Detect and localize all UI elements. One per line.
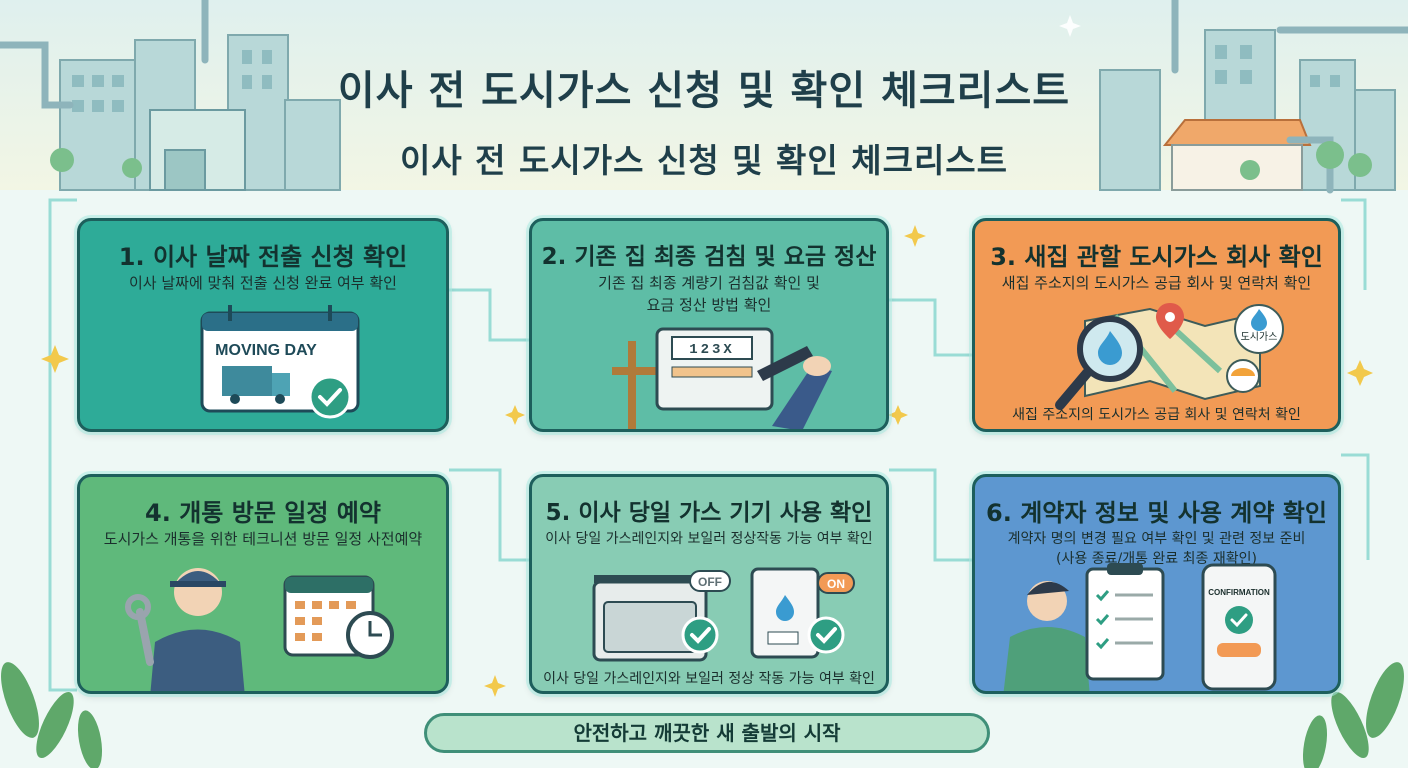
card-title: 5. 이사 당일 가스 기기 사용 확인 [545,500,873,526]
meter-reading: 123X [689,342,735,358]
phone-icon: CONFIRMATION [1201,563,1277,691]
wrench-icon [125,594,154,666]
person-figure [1003,581,1090,691]
checklist-card-1: 1. 이사 날짜 전출 신청 확인 이사 날짜에 맞춰 전출 신청 완료 여부 … [77,218,449,432]
off-label: OFF [698,575,722,589]
gas-company-logo: 도시가스 [1234,304,1284,354]
footer-banner: 안전하고 깨끗한 새 출발의 시작 [424,713,990,753]
card-description: 기존 집 최종 계량기 검침값 확인 및 [598,274,820,292]
card-title: 2. 기존 집 최종 검침 및 요금 정산 [541,244,877,270]
map-search-illustration: 도시가스 [1055,303,1284,410]
card-description-repeat: 이사 당일 가스레인지와 보일러 정상 작동 가능 여부 확인 [543,671,875,687]
card-description: 새집 주소지의 도시가스 공급 회사 및 연락처 확인 [1001,274,1312,292]
boiler-icon [750,567,820,659]
checklist-card-2: 2. 기존 집 최종 검침 및 요금 정산 기존 집 최종 계량기 검침값 확인… [529,218,889,432]
check-icon [681,616,719,654]
on-label: ON [827,577,845,591]
checklist-card-3: 3. 새집 관할 도시가스 회사 확인 새집 주소지의 도시가스 공급 회사 및… [972,218,1341,432]
checklist-card-6: 6. 계약자 정보 및 사용 계약 확인 계약자 명의 변경 필요 여부 확인 … [972,474,1341,694]
clock-icon [346,611,394,659]
company-label: 도시가스 [1241,331,1278,343]
card-description-line2: (사용 종료/개통 완료 최종 재확인) [1056,551,1257,567]
card-description: 도시가스 개통을 위한 테크니션 방문 일정 사전예약 [103,530,423,548]
technician-figure [150,568,245,691]
card-description-line2: 요금 정산 방법 확인 [646,296,772,314]
card-title: 1. 이사 날짜 전출 신청 확인 [118,243,408,271]
card-description: 계약자 명의 변경 필요 여부 확인 및 관련 정보 준비 [1007,531,1306,547]
map-pin-icon [1156,303,1184,339]
card-description: 이사 날짜에 맞춰 전출 신청 완료 여부 확인 [129,274,397,292]
moving-day-illustration: MOVING DAY [200,305,360,419]
appliance-illustration: OFF ON [592,567,855,662]
moving-day-badge: MOVING DAY [215,342,317,359]
gas-meter-illustration: 123X [612,327,832,429]
card-title: 3. 새집 관할 도시가스 회사 확인 [990,243,1323,271]
check-icon [308,375,352,419]
page-subtitle: 이사 전 도시가스 신청 및 확인 체크리스트 [399,141,1009,180]
checklist-card-4: 4. 개통 방문 일정 예약 도시가스 개통을 위한 테크니션 방문 일정 사전… [77,474,449,694]
card-description: 이사 당일 가스레인지와 보일러 정상작동 가능 여부 확인 [545,531,873,547]
technician-calendar-illustration [125,568,394,691]
contract-illustration: CONFIRMATION [1003,563,1277,691]
magnifier-icon [1055,316,1143,410]
checklist-card-5: 5. 이사 당일 가스 기기 사용 확인 이사 당일 가스레인지와 보일러 정상… [529,474,889,694]
card-title: 4. 개통 방문 일정 예약 [145,499,381,527]
card-title: 6. 계약자 정보 및 사용 계약 확인 [986,499,1327,527]
page-title: 이사 전 도시가스 신청 및 확인 체크리스트 [337,68,1071,114]
check-icon [807,616,845,654]
clipboard-icon [1085,563,1165,681]
gas-range-icon [592,575,708,662]
confirmation-label: CONFIRMATION [1208,588,1270,597]
card-description-repeat: 새집 주소지의 도시가스 공급 회사 및 연락처 확인 [1012,407,1301,423]
